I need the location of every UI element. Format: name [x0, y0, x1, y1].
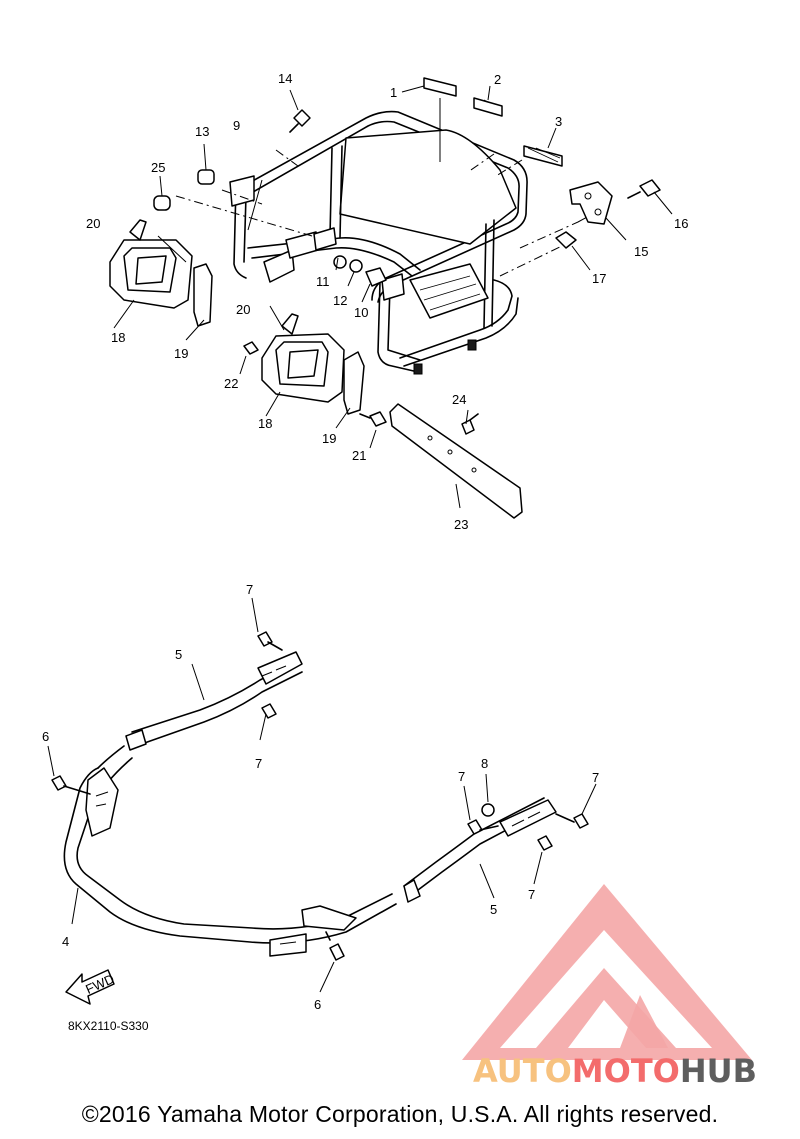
- callout-20: 20: [86, 216, 100, 231]
- callout-numbers: 1 2 3 14 13 9 25 20 16 15 17 11 12 10 20…: [42, 71, 688, 1012]
- diagram-code: 8KX2110-S330: [68, 1019, 149, 1033]
- hardware-upper: [153, 89, 661, 435]
- watermark-brand: AUTOMOTOHUB: [473, 1052, 757, 1090]
- rear-rack: [175, 98, 601, 375]
- callout-2: 2: [494, 72, 501, 87]
- mud-flap: [389, 403, 523, 519]
- callout-14: 14: [278, 71, 292, 86]
- callout-5a: 5: [175, 647, 182, 662]
- callout-24: 24: [452, 392, 466, 407]
- callout-5b: 5: [490, 902, 497, 917]
- front-guard: [47, 179, 673, 993]
- label-plates: [401, 77, 563, 167]
- fwd-arrow-icon: FWD: [65, 969, 116, 1005]
- callout-11: 11: [316, 274, 330, 289]
- callout-19: 19: [174, 346, 188, 361]
- callout-7e: 7: [528, 887, 535, 902]
- watermark-logo-icon: [462, 884, 752, 1060]
- callout-3: 3: [555, 114, 562, 129]
- callout-7c: 7: [458, 769, 465, 784]
- callout-4: 4: [62, 934, 69, 949]
- callout-23: 23: [454, 517, 468, 532]
- brand-auto: AUTO: [473, 1052, 572, 1090]
- callout-9: 9: [233, 118, 240, 133]
- callout-1: 1: [390, 85, 397, 100]
- fwd-label: FWD: [83, 971, 116, 997]
- callout-7a: 7: [246, 582, 253, 597]
- callout-21: 21: [352, 448, 366, 463]
- copyright-footer: ©2016 Yamaha Motor Corporation, U.S.A. A…: [81, 1101, 719, 1127]
- callout-19b: 19: [322, 431, 336, 446]
- callout-17: 17: [592, 271, 606, 286]
- callout-6b: 6: [314, 997, 321, 1012]
- side-covers: [109, 219, 365, 415]
- callout-15: 15: [634, 244, 648, 259]
- callout-7d: 7: [592, 770, 599, 785]
- callout-13: 13: [195, 124, 209, 139]
- callout-16: 16: [674, 216, 688, 231]
- callout-20b: 20: [236, 302, 250, 317]
- brand-moto: MOTO: [571, 1052, 680, 1090]
- callout-7b: 7: [255, 756, 262, 771]
- callout-8: 8: [481, 756, 488, 771]
- brand-hub: HUB: [679, 1052, 758, 1090]
- callout-18: 18: [111, 330, 125, 345]
- callout-10: 10: [354, 305, 368, 320]
- callout-22: 22: [224, 376, 238, 391]
- callout-12: 12: [333, 293, 347, 308]
- callout-6a: 6: [42, 729, 49, 744]
- callout-18b: 18: [258, 416, 272, 431]
- callout-25: 25: [151, 160, 165, 175]
